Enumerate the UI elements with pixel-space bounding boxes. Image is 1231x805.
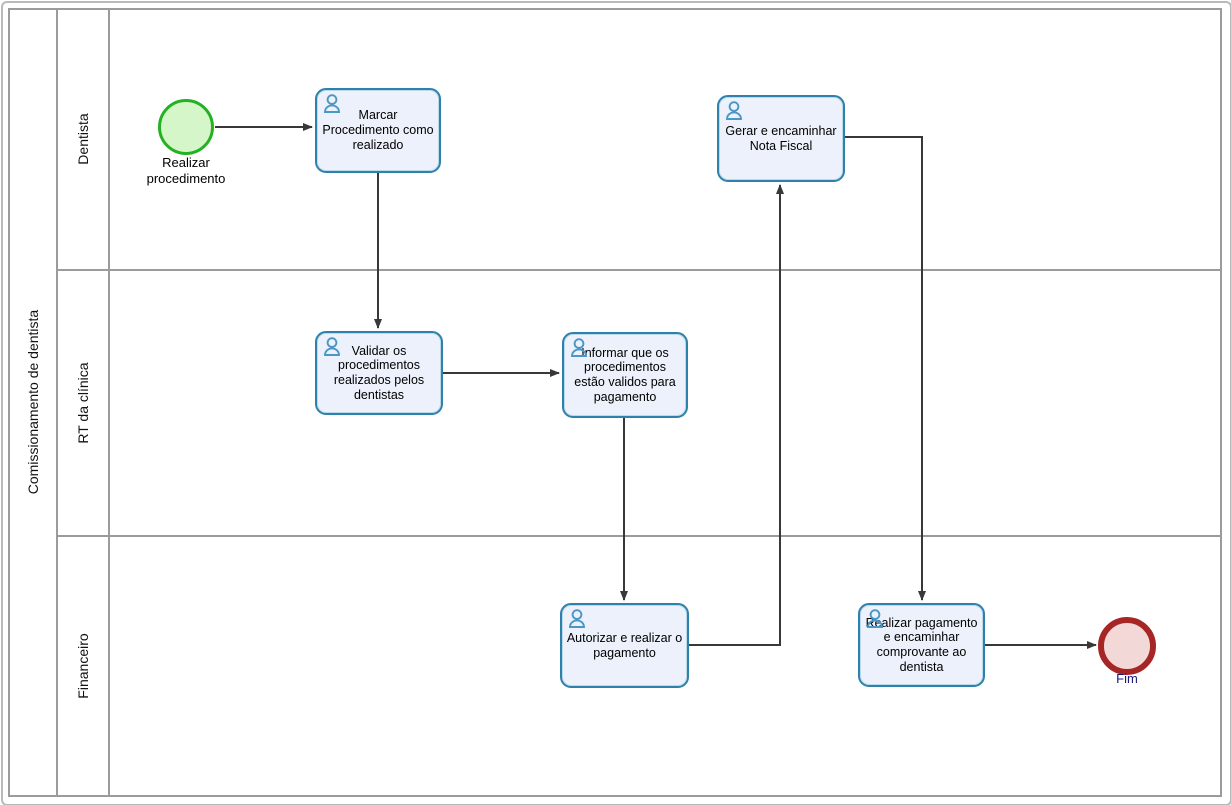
pool-label[interactable]: Comissionamento de dentista [25, 309, 41, 495]
user-task-icon [322, 336, 342, 356]
task-informar-validos[interactable]: Informar que os procedimentos estão vali… [562, 332, 688, 418]
task-gerar-nota-fiscal[interactable]: Gerar e encaminhar Nota Fiscal [717, 95, 845, 182]
end-event[interactable] [1098, 617, 1156, 675]
pool-label-divider [56, 8, 58, 797]
lane-divider-2 [58, 535, 1222, 537]
task-realizar-pagamento[interactable]: Realizar pagamento e encaminhar comprova… [858, 603, 985, 687]
task-label: Marcar Procedimento como realizado [322, 108, 434, 152]
start-event[interactable] [158, 99, 214, 155]
lane-label-divider [108, 8, 110, 797]
user-task-icon [322, 93, 342, 113]
task-autorizar-pagamento[interactable]: Autorizar e realizar o pagamento [560, 603, 689, 688]
task-validar-procedimentos[interactable]: Validar os procedimentos realizados pelo… [315, 331, 443, 415]
user-task-icon [569, 337, 589, 357]
end-event-label: Fim [1116, 671, 1138, 686]
task-label: Validar os procedimentos realizados pelo… [333, 343, 425, 402]
lane-divider-1 [58, 269, 1222, 271]
user-task-icon [865, 608, 885, 628]
task-label: Realizar pagamento e encaminhar comprova… [865, 615, 978, 674]
task-label: Gerar e encaminhar Nota Fiscal [725, 123, 837, 153]
user-task-icon [567, 608, 587, 628]
lane-label-rt-da-clinica[interactable]: RT da clínica [75, 362, 91, 444]
pool-comissionamento[interactable] [8, 8, 1222, 797]
user-task-icon [724, 100, 744, 120]
task-marcar-procedimento[interactable]: Marcar Procedimento como realizado [315, 88, 441, 173]
lane-label-financeiro[interactable]: Financeiro [75, 633, 91, 699]
task-label: Autorizar e realizar o pagamento [566, 630, 683, 660]
task-label: Informar que os procedimentos estão vali… [574, 345, 676, 404]
lane-label-dentista[interactable]: Dentista [75, 113, 91, 165]
start-event-label: Realizar procedimento [146, 155, 226, 187]
